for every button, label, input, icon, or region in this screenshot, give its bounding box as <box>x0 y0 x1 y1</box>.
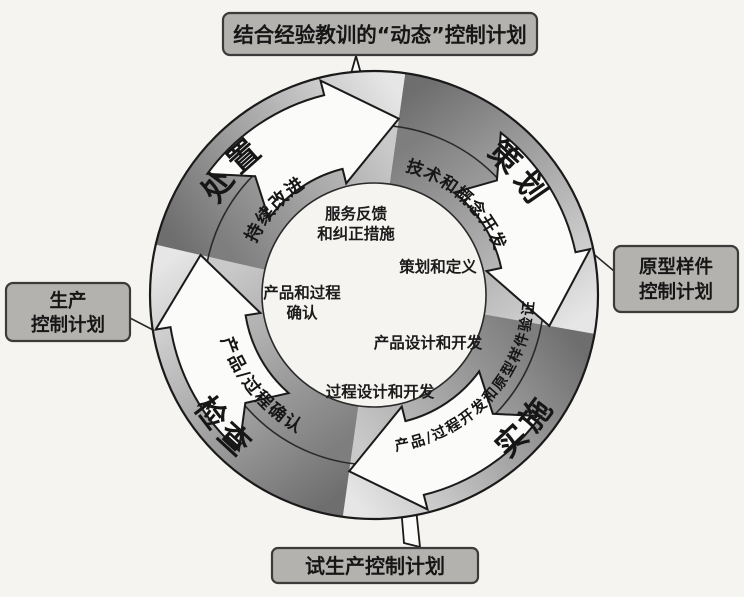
cycle-flow-arrow <box>451 130 593 328</box>
cycle-flow-arrow <box>205 78 401 221</box>
production-control-plan-label-line2: 控制计划 <box>31 314 105 336</box>
cycle-flow-arrow <box>153 253 291 453</box>
prelaunch-control-plan-label: 试生产控制计划 <box>305 554 445 578</box>
cycle-outer-edge <box>148 69 600 521</box>
center-item-service-feedback-line1: 服务反馈 <box>325 204 388 223</box>
prototype-control-plan-label-line1: 原型样件 <box>639 256 713 278</box>
cycle-center-circle <box>261 182 487 408</box>
prototype-control-plan-box <box>612 244 740 314</box>
center-item-process-design: 过程设计和开发 <box>326 382 435 401</box>
center-item-validation-line1: 产品和过程 <box>263 283 341 302</box>
prototype-control-plan-label-line2: 控制计划 <box>639 281 713 303</box>
center-item-plan-define: 策划和定义 <box>398 257 477 276</box>
production-control-plan-box <box>4 281 132 343</box>
cycle-flow-arrow <box>347 369 543 512</box>
center-item-service-feedback-line2: 和纠正措施 <box>317 224 395 243</box>
production-control-plan-label-line1: 生产 <box>49 290 86 312</box>
center-item-validation-line2: 确认 <box>286 303 318 322</box>
prelaunch-control-plan-box <box>270 546 480 585</box>
center-item-product-design: 产品设计和开发 <box>374 333 483 352</box>
dynamic-control-plan-box <box>221 11 539 57</box>
dynamic-control-plan-label: 结合经验教训的“动态”控制计划 <box>233 23 526 47</box>
